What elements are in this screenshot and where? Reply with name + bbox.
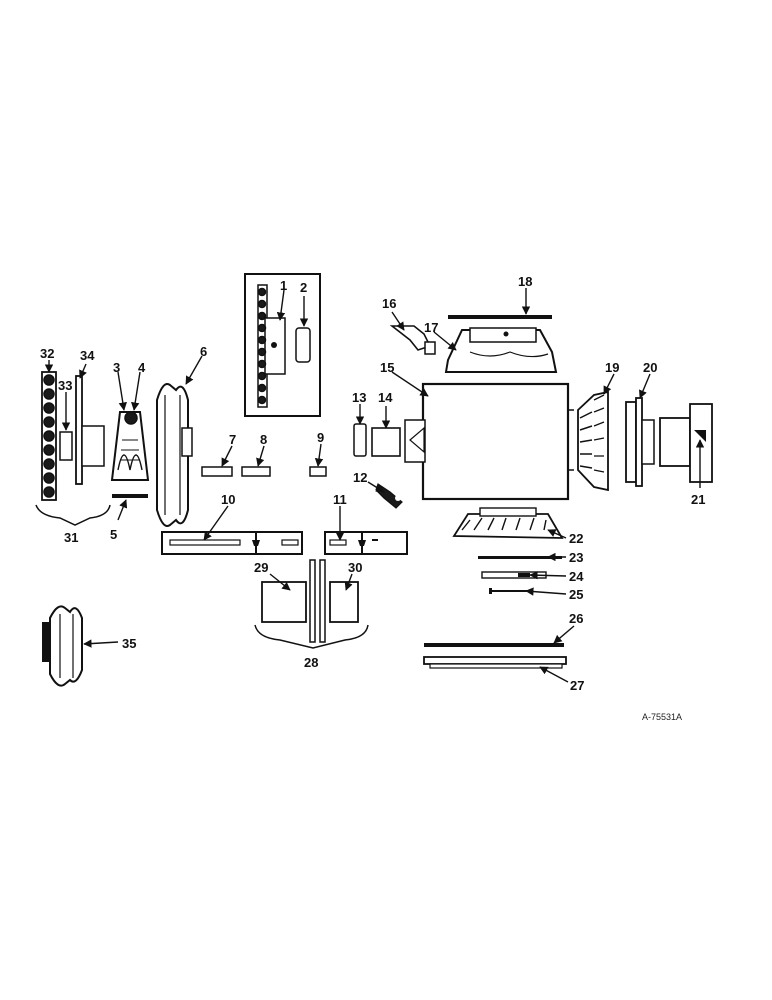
callout-28: 28 <box>304 655 318 670</box>
callout-30: 30 <box>348 560 362 575</box>
pulley-part-35 <box>42 605 83 687</box>
callout-5: 5 <box>110 527 117 542</box>
pin-part-23 <box>478 556 562 559</box>
callout-9: 9 <box>317 430 324 445</box>
inset-box <box>244 273 321 417</box>
leader-lines <box>44 288 705 683</box>
callout-32: 32 <box>40 346 54 361</box>
callout-15: 15 <box>380 360 394 375</box>
callout-8: 8 <box>260 432 267 447</box>
callout-20: 20 <box>643 360 657 375</box>
callout-2: 2 <box>300 280 307 295</box>
case-cover-part-17 <box>444 327 558 373</box>
sprocket-part-1 <box>257 284 286 408</box>
callouts: 1 2 3 4 5 6 7 8 9 10 11 12 13 14 15 16 1… <box>40 274 705 722</box>
callout-14: 14 <box>378 390 393 405</box>
bevel-gear-part-19 <box>577 390 609 492</box>
plate-part-27 <box>423 656 567 669</box>
callout-10: 10 <box>221 492 235 507</box>
callout-3: 3 <box>113 360 120 375</box>
callout-31: 31 <box>64 530 78 545</box>
plate-part-26 <box>424 643 564 647</box>
callout-34: 34 <box>80 348 95 363</box>
pin-part-25 <box>489 588 530 594</box>
callout-13: 13 <box>352 390 366 405</box>
callout-17: 17 <box>424 320 438 335</box>
callout-6: 6 <box>200 344 207 359</box>
fitting-part-16 <box>389 325 436 355</box>
callout-27: 27 <box>570 678 584 693</box>
rod-part-18 <box>448 315 552 319</box>
callout-22: 22 <box>569 531 583 546</box>
v-pulley <box>156 383 193 527</box>
callout-4: 4 <box>138 360 146 375</box>
callout-24: 24 <box>569 569 584 584</box>
callout-29: 29 <box>254 560 268 575</box>
callout-1: 1 <box>280 278 287 293</box>
callout-19: 19 <box>605 360 619 375</box>
hub-part-21 <box>659 403 713 483</box>
callout-35: 35 <box>122 636 136 651</box>
shaft-part-11 <box>324 531 408 555</box>
callout-16: 16 <box>382 296 396 311</box>
callout-7: 7 <box>229 432 236 447</box>
callout-18: 18 <box>518 274 532 289</box>
reference-code: A-75531A <box>642 712 682 722</box>
bearing-housing <box>110 411 150 498</box>
retainer-part-20 <box>625 397 655 487</box>
bushing-part-13 <box>353 423 367 457</box>
key-part-8 <box>241 466 271 477</box>
callout-23: 23 <box>569 550 583 565</box>
key-part-2 <box>295 327 311 363</box>
callout-11: 11 <box>333 492 347 507</box>
callout-25: 25 <box>569 587 583 602</box>
fitting-part-12 <box>375 483 403 509</box>
shaft-part-10 <box>161 531 303 555</box>
callout-26: 26 <box>569 611 583 626</box>
callout-33: 33 <box>58 378 72 393</box>
sprocket-assembly <box>35 371 111 526</box>
key-part-9 <box>309 466 327 477</box>
callout-21: 21 <box>691 492 705 507</box>
coupling-assembly <box>254 559 369 649</box>
key-part-7 <box>201 466 233 477</box>
callout-12: 12 <box>353 470 367 485</box>
bushing-part-14 <box>371 427 401 457</box>
gear-case <box>404 382 574 501</box>
bevel-gear-part-22 <box>452 507 564 539</box>
